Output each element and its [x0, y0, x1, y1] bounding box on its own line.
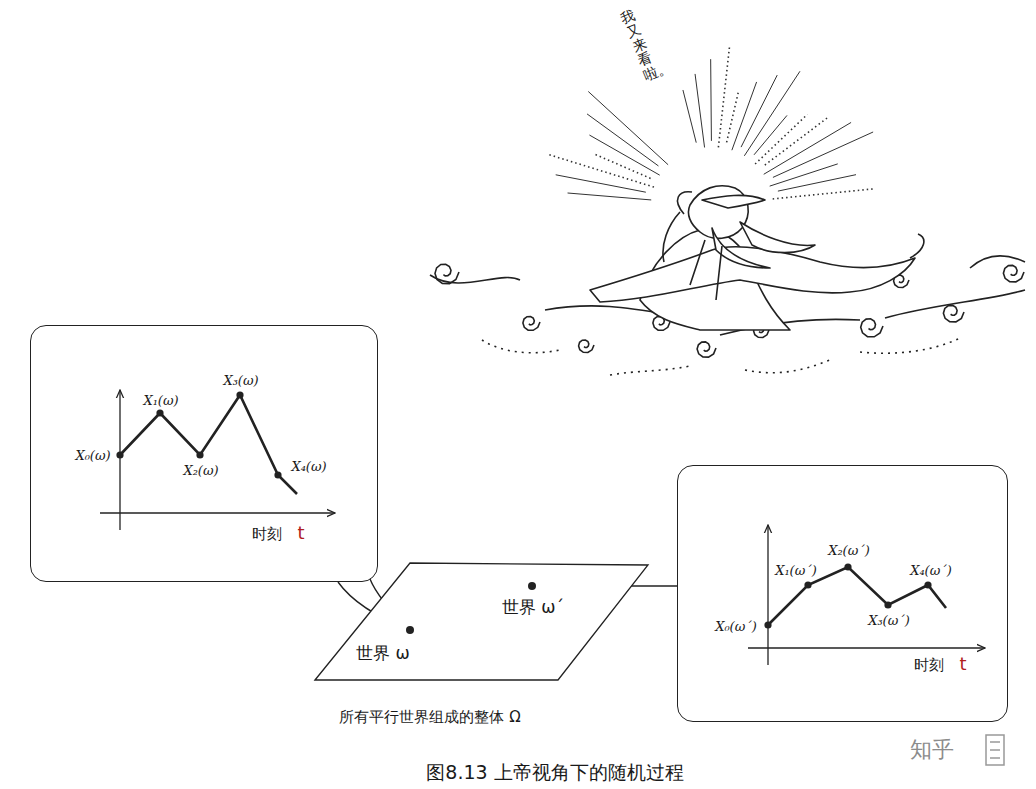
- figure-caption: 图8.13 上帝视角下的随机过程: [426, 760, 683, 786]
- sun-rays: [547, 46, 874, 200]
- axis-label: t: [297, 523, 304, 543]
- axis-label: t: [959, 654, 966, 674]
- process-value: X₃(ω): [223, 374, 258, 388]
- process-value: X₀(ω): [75, 449, 110, 463]
- world-plane: 世界 ω 世界 ω´ 所有平行世界组成的整体 Ω: [300, 555, 670, 735]
- axis-label: 时刻: [914, 657, 944, 674]
- process-value: X₁(ω): [143, 394, 178, 408]
- process-value: X₂(ω´): [828, 544, 870, 558]
- axis-label: 所有平行世界组成的整体 Ω: [339, 709, 520, 726]
- axis-label: 时刻: [252, 526, 282, 543]
- process-value: X₄(ω): [291, 460, 326, 474]
- world-label: 世界 ω´: [502, 598, 564, 617]
- y-axis: [119, 390, 120, 530]
- god-figure: [590, 186, 924, 330]
- process-value: X₃(ω´): [868, 614, 910, 628]
- process-value: X₀(ω´): [715, 620, 757, 634]
- callout-box: X₀(ω´) X₁(ω´) X₂(ω´) X₃(ω´) X₄(ω´) 时刻 t: [677, 465, 1008, 722]
- world-label: 世界 ω: [356, 644, 410, 663]
- sample-path: [120, 395, 297, 494]
- y-axis: [767, 525, 768, 665]
- watermark: 知乎: [910, 735, 954, 765]
- callout-box: X₀(ω) X₁(ω) X₂(ω) X₃(ω) X₄(ω) 时刻 t: [30, 325, 378, 582]
- process-value: X₄(ω´): [910, 564, 952, 578]
- x-axis: [748, 647, 985, 648]
- process-value: X₂(ω): [183, 464, 218, 478]
- process-value: X₁(ω´): [775, 564, 817, 578]
- x-axis: [100, 512, 335, 513]
- speech-text: 我又来看啦。: [619, 7, 661, 84]
- watermark-icon: [986, 735, 1004, 765]
